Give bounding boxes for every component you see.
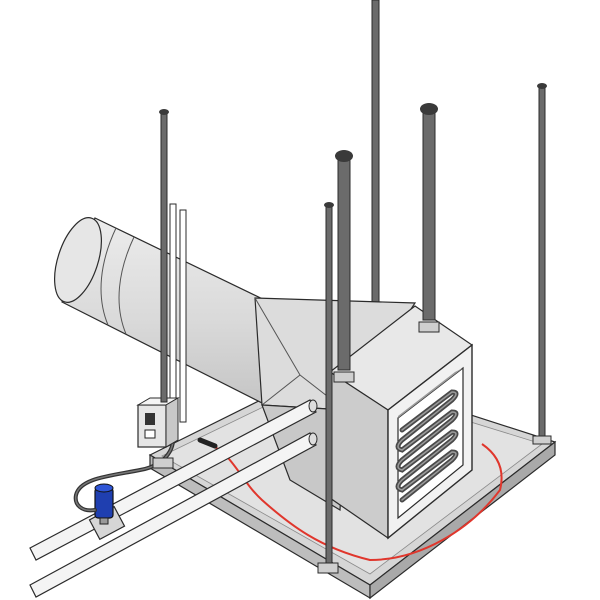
duct-end xyxy=(54,217,102,303)
rod-cap xyxy=(420,103,438,115)
rod-foot xyxy=(317,562,339,574)
rod-cap xyxy=(159,109,169,115)
ductwork xyxy=(54,217,417,512)
rod-foot xyxy=(152,457,174,469)
hanger-rod xyxy=(371,0,380,306)
hanger-rod xyxy=(325,204,333,568)
pipe-end xyxy=(308,432,318,446)
hanger-rod xyxy=(337,157,351,371)
rod-nut xyxy=(333,371,355,383)
control-box xyxy=(136,203,187,448)
heater-coil xyxy=(395,389,459,503)
rod-nut xyxy=(418,321,440,333)
rod-cap xyxy=(335,150,353,162)
hanger-rod xyxy=(422,111,436,321)
hanger-rod xyxy=(538,85,546,437)
solenoid-valve xyxy=(94,483,114,525)
rod-cap xyxy=(324,202,334,208)
control-cable xyxy=(73,426,175,513)
rod-cap xyxy=(537,83,547,89)
hanger-rod xyxy=(160,111,168,403)
hanger-rods-front xyxy=(152,103,440,574)
rod-foot xyxy=(532,435,552,445)
hanger-rods-back xyxy=(371,0,552,445)
heat-trace-wire xyxy=(197,437,503,562)
pipe-end xyxy=(308,399,318,413)
